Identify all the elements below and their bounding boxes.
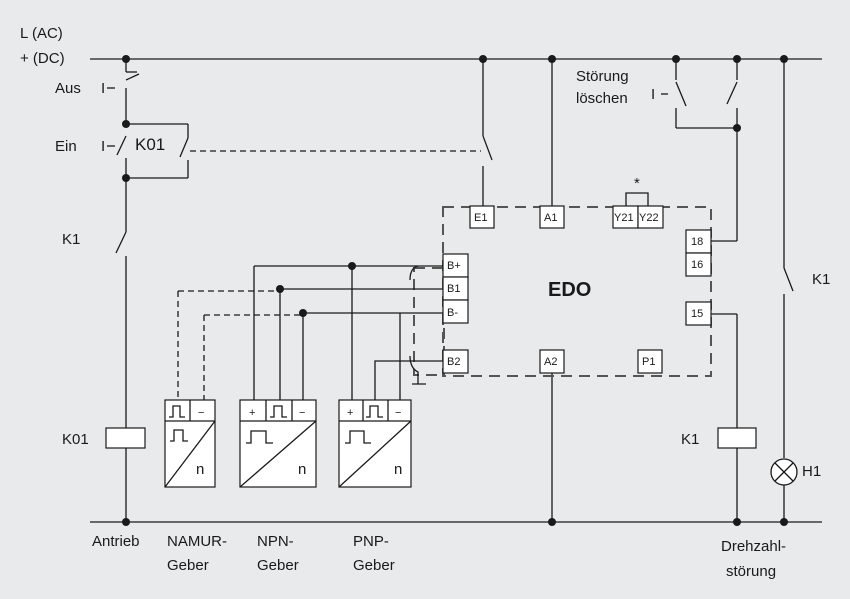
svg-text:16: 16: [691, 259, 703, 271]
lamp-branch: [770, 59, 798, 522]
svg-text:B2: B2: [447, 356, 460, 368]
svg-text:B+: B+: [447, 260, 461, 272]
drehzahl-label-2: störung: [726, 563, 776, 580]
k1-coil-label: K1: [681, 431, 699, 448]
svg-text:I: I: [101, 138, 105, 155]
svg-text:I: I: [101, 80, 105, 97]
edo-terminals-top: E1 A1 Y21 Y22: [469, 205, 664, 229]
e1-branch: [482, 59, 493, 206]
svg-text:n: n: [394, 461, 402, 478]
k1-coil-branch: [711, 313, 757, 522]
k1-left-label: K1: [62, 231, 80, 248]
npn-sensor: [239, 399, 317, 488]
svg-text:E1: E1: [474, 212, 487, 224]
terminal-a1: [539, 205, 565, 229]
svg-text:−: −: [395, 407, 401, 419]
pulse-icon: [345, 430, 371, 444]
k01-coil-label: K01: [62, 431, 89, 448]
svg-text:A2: A2: [544, 356, 557, 368]
namur-label-1: NAMUR-: [167, 533, 227, 550]
y-bridge: [625, 192, 649, 206]
namur-label-2: Geber: [167, 557, 209, 574]
svg-text:Y22: Y22: [639, 212, 659, 224]
edo-terminals-left: B+ B1 B- B2: [442, 253, 469, 374]
svg-text:n: n: [196, 461, 204, 478]
antrieb-label: Antrieb: [92, 533, 140, 550]
pulse-icon: [169, 405, 185, 418]
k1-left-contact: [115, 231, 127, 254]
k01-coil: [105, 427, 146, 449]
motor-branch: [105, 59, 189, 522]
terminal-16: [685, 252, 712, 277]
pnp-sensor: [338, 399, 412, 488]
svg-text:18: 18: [691, 236, 703, 248]
svg-text:+: +: [249, 407, 255, 419]
h1-label: H1: [802, 463, 821, 480]
svg-text:−: −: [198, 407, 204, 419]
svg-text:−: −: [299, 407, 305, 419]
drehzahl-label-1: Drehzahl-: [721, 538, 786, 555]
svg-text:I: I: [651, 86, 655, 103]
aus-label: Aus: [55, 80, 81, 97]
k1-right-label: K1: [812, 271, 830, 288]
supply-label-ac: L (AC): [20, 25, 63, 42]
terminal-y22: [637, 205, 664, 229]
reset-label-1: Störung: [576, 68, 629, 85]
ein-label: Ein: [55, 138, 77, 155]
svg-text:Y21: Y21: [614, 212, 634, 224]
sensor-wiring: [177, 262, 443, 400]
svg-text:15: 15: [691, 308, 703, 320]
edo-title: EDO: [548, 279, 591, 301]
npn-label-1: NPN-: [257, 533, 294, 550]
pulse-icon: [270, 405, 287, 418]
pnp-label-1: PNP-: [353, 533, 389, 550]
svg-text:B1: B1: [447, 283, 460, 295]
edo-terminals-right: 18 16 15: [685, 229, 712, 326]
pnp-label-2: Geber: [353, 557, 395, 574]
terminal-a2: [539, 349, 565, 374]
k01-contact-label: K01: [135, 135, 165, 154]
pulse-icon: [170, 429, 188, 442]
pulse-icon: [366, 405, 383, 418]
bridge-note: *: [634, 175, 640, 192]
edo-terminals-bottom: A2 P1: [539, 349, 663, 374]
terminal-bminus: [442, 299, 469, 324]
terminal-p1: [637, 349, 663, 374]
svg-text:n: n: [298, 461, 306, 478]
reset-label-2: löschen: [576, 90, 628, 107]
reset-branch: [661, 59, 741, 242]
svg-text:B-: B-: [447, 307, 458, 319]
svg-text:P1: P1: [642, 356, 655, 368]
supply-label-dc: + (DC): [20, 50, 65, 67]
namur-sensor: [164, 399, 216, 488]
edo-module-outline: [442, 206, 712, 377]
svg-text:+: +: [347, 407, 353, 419]
npn-label-2: Geber: [257, 557, 299, 574]
svg-text:A1: A1: [544, 212, 557, 224]
terminal-15: [685, 301, 712, 326]
pulse-icon: [246, 430, 273, 444]
terminal-e1: [469, 205, 495, 229]
k1-coil: [717, 427, 757, 449]
